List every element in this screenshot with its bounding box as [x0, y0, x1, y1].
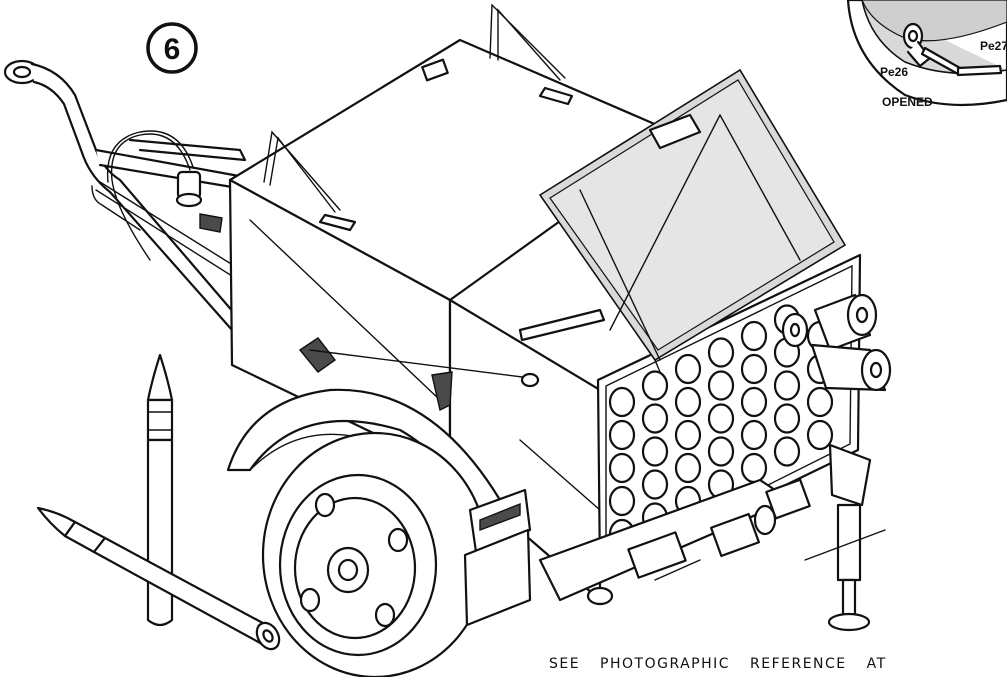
electrical-plug	[106, 130, 223, 261]
round-hole	[608, 386, 636, 418]
round-holes-grid	[608, 304, 834, 550]
round-hole	[740, 353, 768, 385]
step-number-text: 6	[164, 33, 181, 66]
photographic-reference-note: SEE PHOTOGRAPHIC REFERENCE AT	[549, 656, 887, 672]
opened-cover-lid	[518, 68, 847, 373]
round-hole	[740, 386, 768, 418]
round-hole	[707, 403, 735, 434]
round-hole	[740, 320, 768, 352]
round-hole	[641, 370, 669, 401]
round-hole	[773, 436, 801, 467]
round-hole	[674, 419, 702, 451]
part-label-pe27: Pe27	[980, 39, 1007, 53]
round-hole	[641, 469, 669, 500]
lid-lifting-handles	[263, 3, 574, 232]
artillery-round-lying	[36, 506, 281, 651]
support-jack-leg	[804, 443, 886, 632]
round-hole	[773, 370, 801, 401]
release-bar-part	[920, 46, 1003, 77]
wheel	[261, 431, 489, 677]
round-hole	[707, 370, 735, 401]
round-hole	[707, 337, 735, 368]
step-number-badge: 6	[146, 22, 198, 74]
round-hole	[806, 386, 834, 418]
round-hole	[641, 403, 669, 434]
round-hole	[707, 436, 735, 467]
round-hole	[773, 403, 801, 434]
round-hole	[608, 419, 636, 451]
round-hole	[641, 436, 669, 467]
underframe-fittings	[538, 478, 811, 606]
round-hole	[740, 452, 768, 484]
round-hole	[806, 419, 834, 451]
state-label-opened: OPENED	[882, 95, 933, 109]
round-hole	[674, 353, 702, 385]
round-hole	[674, 452, 702, 484]
protruding-round-tubes	[781, 293, 892, 392]
side-strap-clip	[298, 337, 540, 412]
round-hole	[740, 419, 768, 451]
part-label-pe26: Pe26	[880, 65, 908, 79]
tail-light-bracket	[463, 488, 532, 627]
tow-bar	[3, 59, 252, 332]
round-hole	[608, 452, 636, 484]
opened-detail-inset: Pe26 Pe27 OPENED	[846, 0, 1007, 109]
round-hole	[674, 386, 702, 418]
round-hole	[608, 485, 636, 517]
